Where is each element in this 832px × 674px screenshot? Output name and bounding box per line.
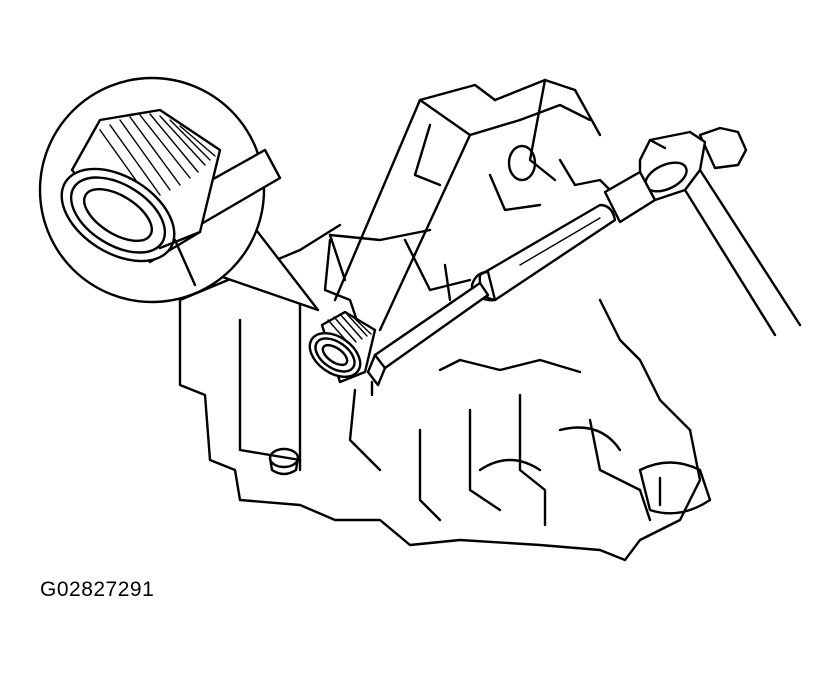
- shaft-bracket: [328, 228, 432, 282]
- magnified-detail: [38, 76, 282, 304]
- shaft-housing: [333, 78, 622, 332]
- screwdriver: [366, 203, 617, 397]
- bearing-small: [308, 310, 377, 384]
- slide-hammer: [603, 126, 802, 337]
- transmission-case: [178, 223, 712, 562]
- figure-code: G02827291: [40, 578, 155, 601]
